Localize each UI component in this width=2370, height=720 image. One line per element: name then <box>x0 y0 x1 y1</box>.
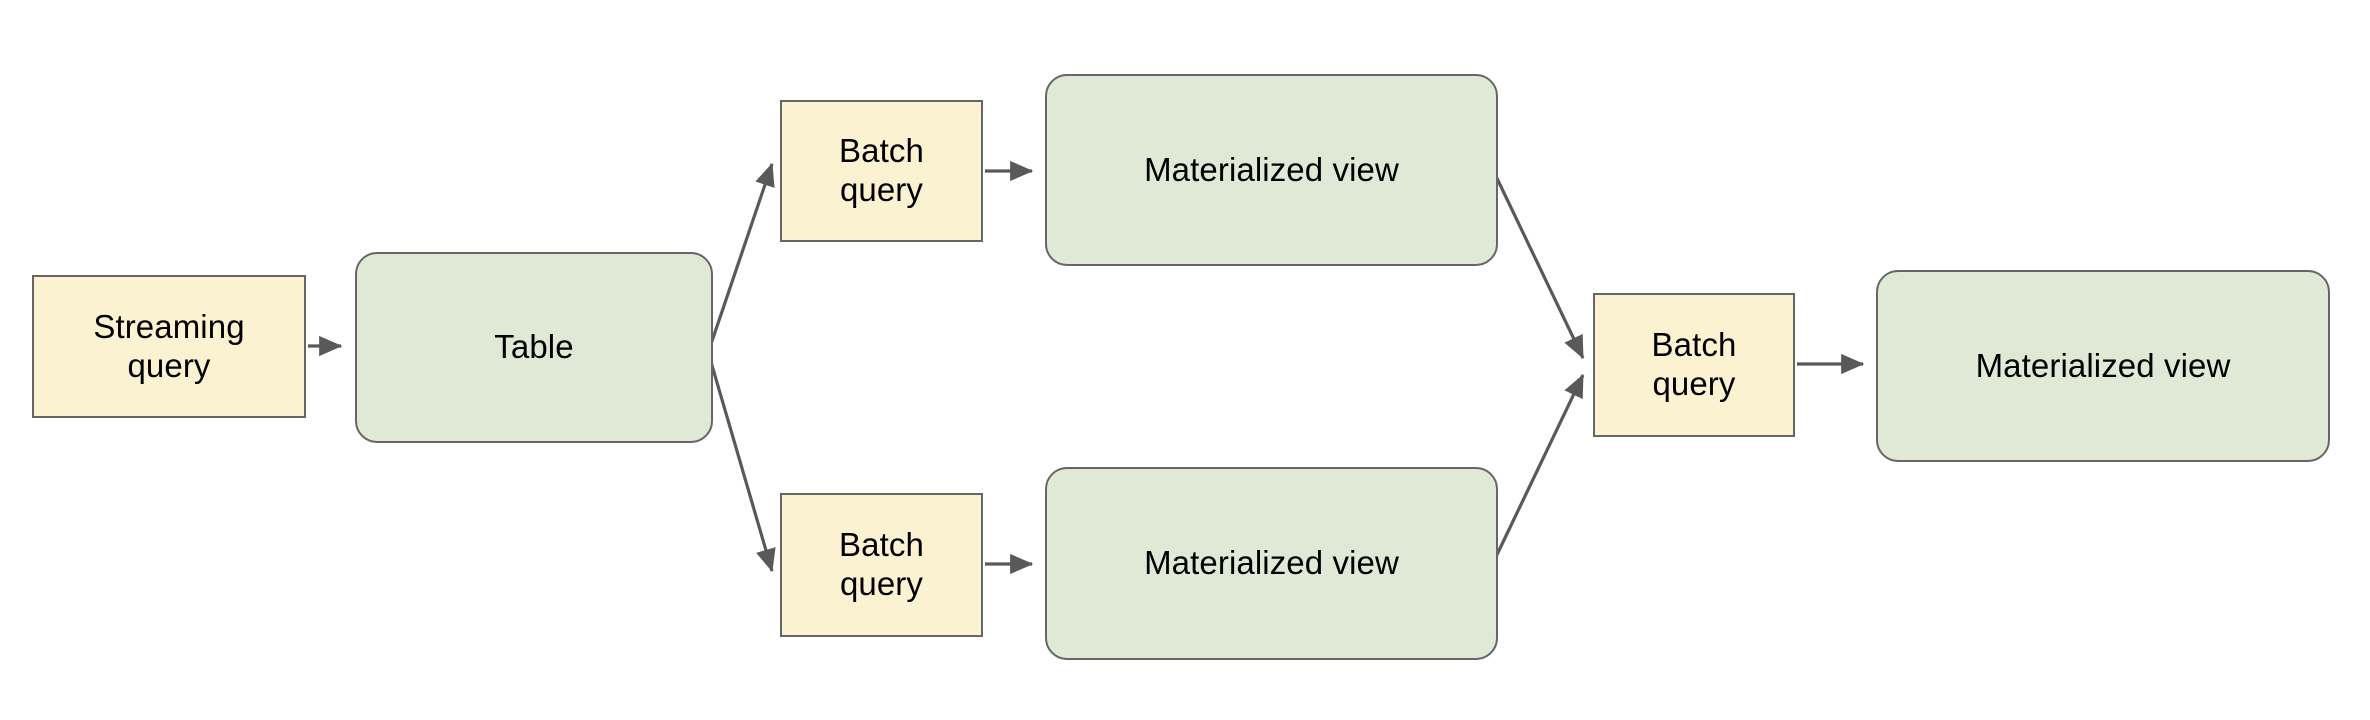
node-batch-query-merge[interactable]: Batch query <box>1593 293 1795 437</box>
node-label: Materialized view <box>1144 544 1399 582</box>
node-streaming-query[interactable]: Streaming query <box>32 275 306 418</box>
node-label: Materialized view <box>1975 346 2231 384</box>
node-batch-query-bottom[interactable]: Batch query <box>780 493 983 637</box>
edge-mv-top-to-batch-merge <box>1491 169 1585 360</box>
edge-mv-bottom-to-batch-merge <box>1491 373 1585 564</box>
node-table[interactable]: Table <box>355 252 713 443</box>
node-materialized-view-bottom[interactable]: Materialized view <box>1045 467 1498 660</box>
node-label: Batch query <box>1651 326 1737 402</box>
node-materialized-view-top[interactable]: Materialized view <box>1045 74 1498 266</box>
node-label: Streaming query <box>93 307 245 384</box>
node-label: Materialized view <box>1144 150 1399 188</box>
node-materialized-view-final[interactable]: Materialized view <box>1876 270 2330 462</box>
node-batch-query-top[interactable]: Batch query <box>780 100 983 242</box>
node-label: Batch query <box>839 526 924 602</box>
node-label: Batch query <box>839 132 924 208</box>
node-label: Table <box>494 328 574 366</box>
